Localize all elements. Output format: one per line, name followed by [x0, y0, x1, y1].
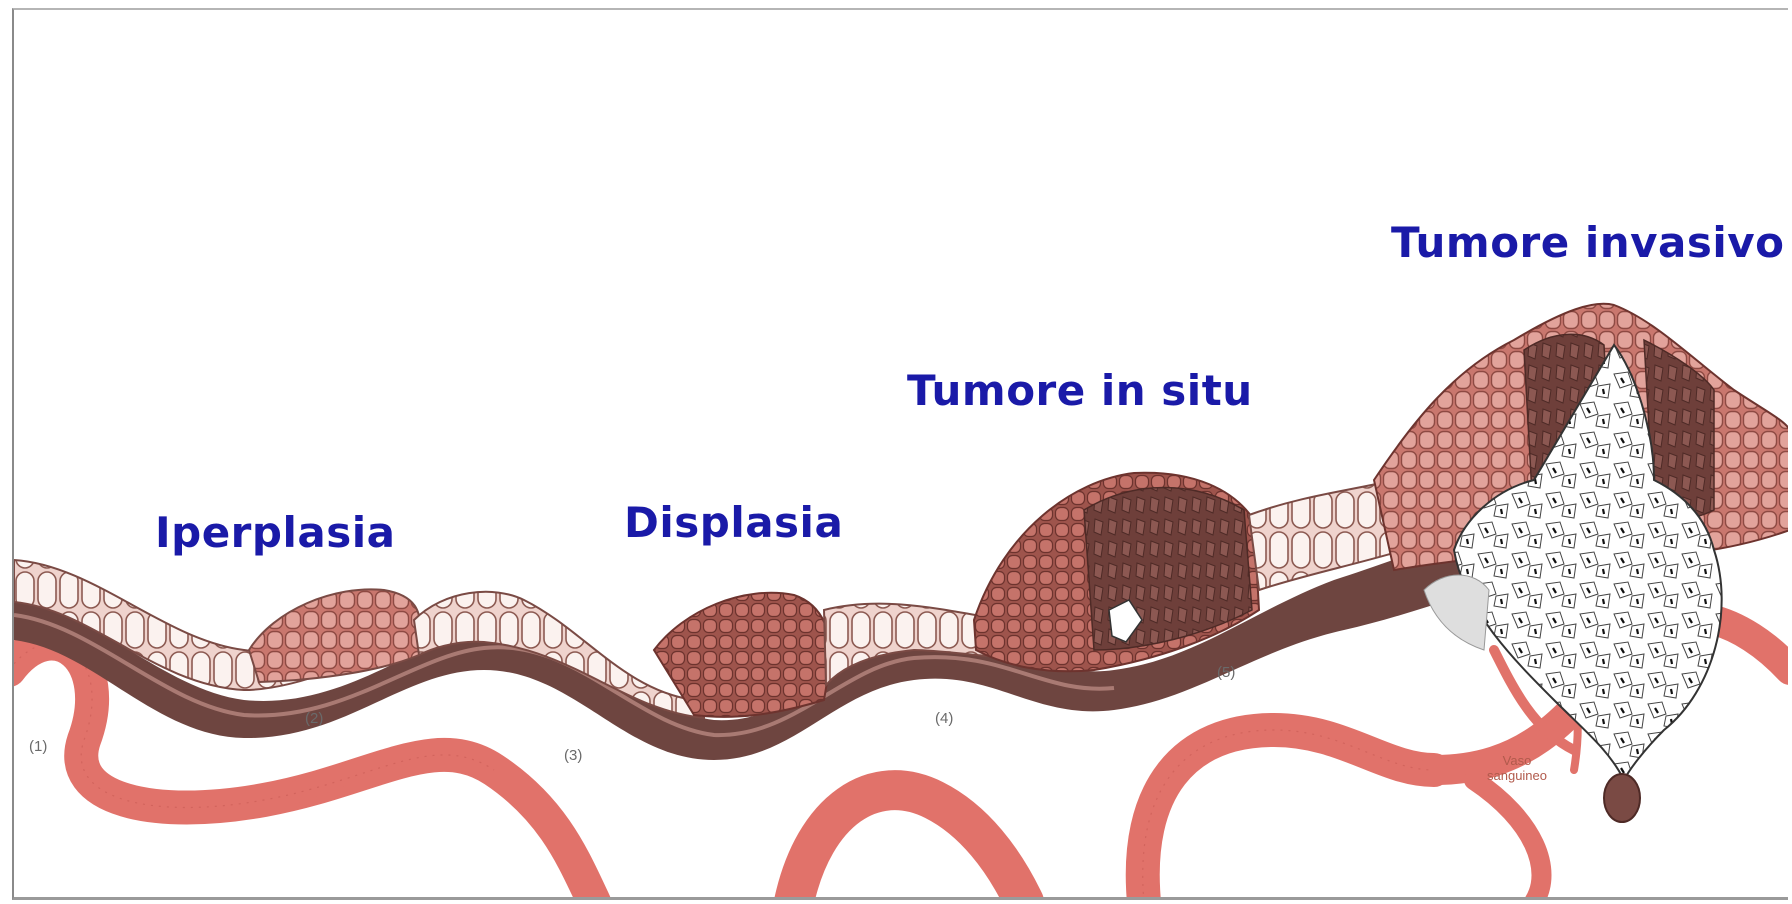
step-number-2: (2)	[305, 710, 323, 727]
invasive-grey-zone	[1424, 575, 1489, 650]
stage-label-iperplasia: Iperplasia	[155, 508, 395, 557]
diagram-frame: Iperplasia Displasia Tumore in situ Tumo…	[12, 8, 1788, 900]
vessel-caption-line-1: Vaso	[1487, 753, 1547, 768]
vessel-caption-line-2: sanguineo	[1487, 768, 1547, 783]
vessel-caption: Vaso sanguineo	[1487, 753, 1547, 783]
vessel-cross-section	[1604, 774, 1640, 822]
step-number-5: (5)	[1217, 664, 1235, 681]
stage-label-tumore-invasivo: Tumore invasivo	[1391, 218, 1785, 267]
step-number-4: (4)	[935, 710, 953, 727]
stage-label-displasia: Displasia	[624, 498, 843, 547]
step-number-1: (1)	[29, 738, 47, 755]
step-number-3: (3)	[564, 747, 582, 764]
stage-label-tumore-in-situ: Tumore in situ	[907, 366, 1253, 415]
